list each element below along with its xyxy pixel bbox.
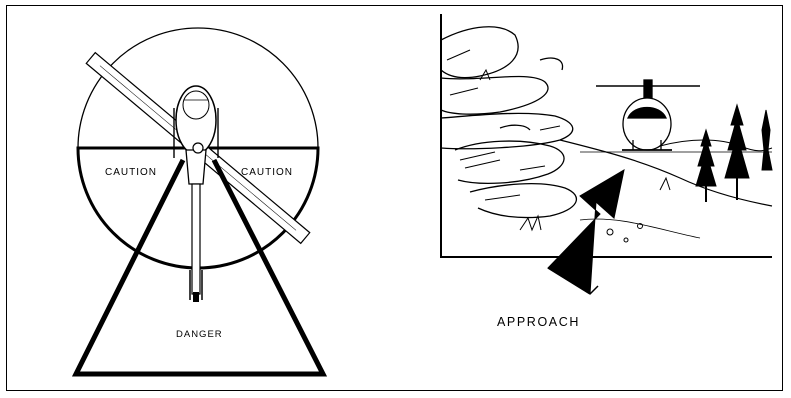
illustration-frame <box>441 14 772 257</box>
helicopter-front-view-icon <box>596 80 700 150</box>
rock-outcrop <box>441 27 576 218</box>
rock-shading <box>447 50 560 200</box>
approach-label: APPROACH <box>497 315 580 329</box>
pine-trees <box>696 105 772 202</box>
distant-hills <box>660 140 772 151</box>
